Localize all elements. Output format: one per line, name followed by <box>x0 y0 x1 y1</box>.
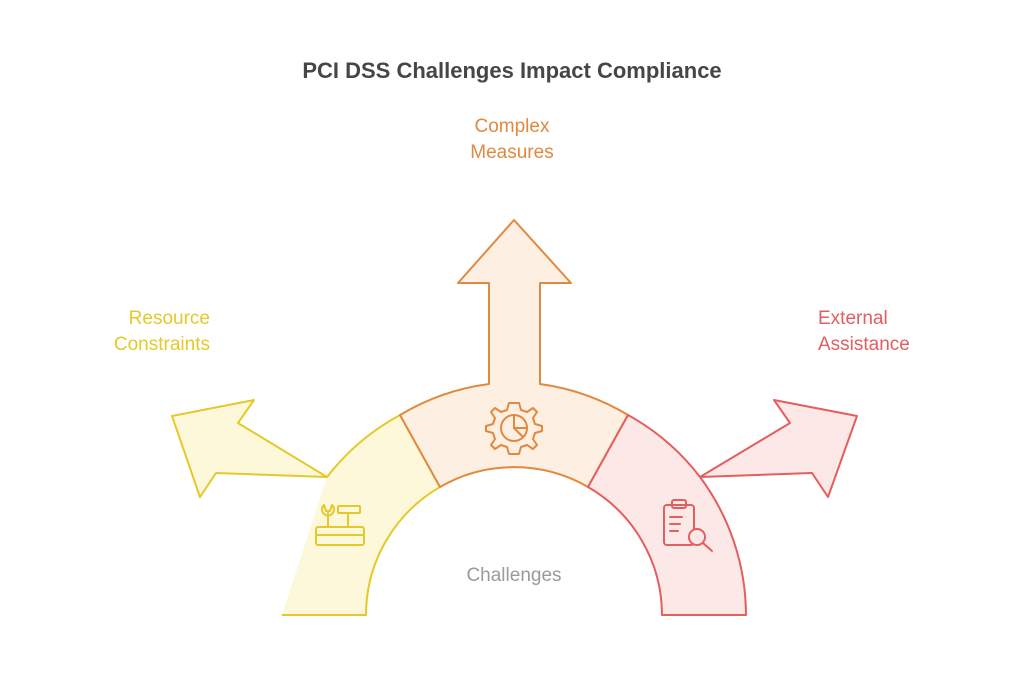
label-complex-line1: Complex <box>474 116 550 137</box>
diagram-title: PCI DSS Challenges Impact Compliance <box>302 58 722 83</box>
label-complex-line2: Measures <box>470 142 554 163</box>
gear-chart-icon <box>485 402 543 455</box>
toolbox-icon <box>315 504 365 546</box>
label-resource-constraints: Resource Constraints <box>60 306 210 358</box>
branch-complex-shape <box>399 219 629 488</box>
label-external-line1: External <box>818 308 888 329</box>
center-label-challenges: Challenges <box>466 565 562 586</box>
label-resource-line1: Resource <box>128 308 210 329</box>
label-external-line2: Assistance <box>818 334 910 355</box>
label-complex-measures: Complex Measures <box>412 114 612 166</box>
label-external-assistance: External Assistance <box>818 306 1008 358</box>
clipboard-search-icon <box>663 499 713 552</box>
label-resource-line2: Constraints <box>113 334 210 355</box>
branch-external-shape <box>587 399 858 616</box>
branch-resource-shape <box>171 399 441 616</box>
